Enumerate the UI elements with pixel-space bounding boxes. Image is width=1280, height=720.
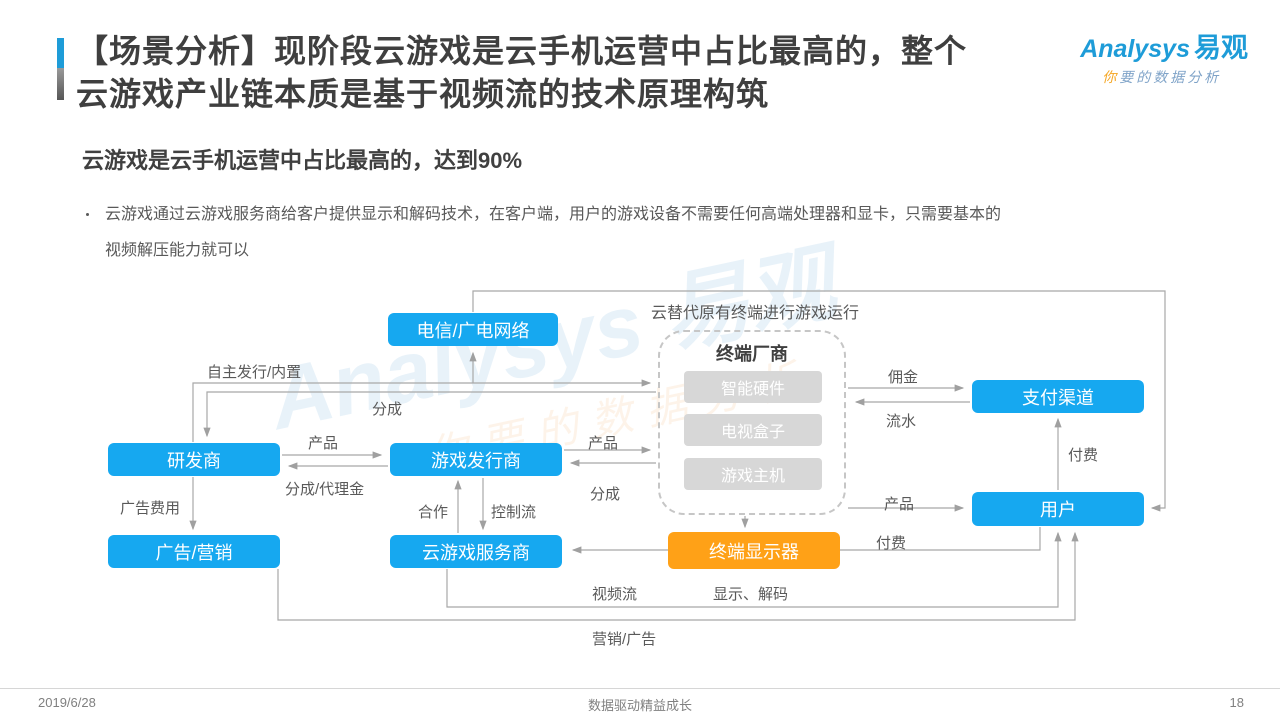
- edge-label-self-publish: 自主发行/内置: [207, 364, 302, 381]
- edge-label-share-agency: 分成/代理金: [285, 481, 365, 498]
- edge-label-commission: 佣金: [888, 369, 919, 386]
- edge-label-flow-water: 流水: [886, 413, 917, 430]
- title-accent-bar-bottom: [57, 67, 64, 100]
- logo-cn: 易观: [1194, 33, 1248, 63]
- edge-label-pay-user-service: 付费: [876, 535, 907, 552]
- footer-date: 2019/6/28: [38, 695, 96, 710]
- logo-en: Analysys: [1080, 35, 1190, 63]
- edge-label-display-decode: 显示、解码: [713, 586, 789, 603]
- node-smart-hardware: 智能硬件: [684, 371, 822, 403]
- footer-page-number: 18: [1229, 695, 1244, 710]
- node-developer: 研发商: [108, 443, 280, 476]
- bullet-text-line2: 视频解压能力就可以: [105, 242, 250, 259]
- page-title: 【场景分析】现阶段云游戏是云手机运营中占比最高的，整个 云游戏产业链本质是基于视…: [76, 30, 967, 116]
- node-cloud-game-service: 云游戏服务商: [390, 535, 562, 568]
- edge-label-cooperation: 合作: [418, 504, 449, 521]
- edge-label-video-stream: 视频流: [592, 586, 638, 603]
- logo-tagline-first-char: 你: [1102, 69, 1120, 85]
- edge-label-product-term-user: 产品: [884, 496, 915, 513]
- page-title-line1: 【场景分析】现阶段云游戏是云手机运营中占比最高的，整个: [76, 33, 968, 69]
- terminal-vendor-group: 终端厂商 智能硬件 电视盒子 游戏主机: [658, 330, 846, 515]
- edge-label-pay-user-payment: 付费: [1068, 447, 1099, 464]
- terminal-vendor-label: 终端厂商: [716, 344, 788, 364]
- annotation-cloud-replaces-terminal: 云替代原有终端进行游戏运行: [650, 305, 859, 322]
- node-game-publisher: 游戏发行商: [390, 443, 562, 476]
- bullet-dot: [86, 213, 89, 216]
- node-ad-marketing: 广告/营销: [108, 535, 280, 568]
- edge-label-share-term-pub: 分成: [590, 486, 621, 503]
- edge-label-product-dev-pub: 产品: [308, 435, 339, 452]
- bullet-text-line1: 云游戏通过云游戏服务商给客户提供显示和解码技术，在客户端，用户的游戏设备不需要任…: [105, 206, 1002, 223]
- node-payment-channel: 支付渠道: [972, 380, 1144, 413]
- page-title-line2: 云游戏产业链本质是基于视频流的技术原理构筑: [76, 76, 770, 112]
- edge-label-product-pub-term: 产品: [588, 435, 619, 452]
- logo-tagline: 你要的数据分析: [1102, 67, 1248, 87]
- footer-slogan: 数据驱动精益成长: [587, 698, 692, 713]
- edge-label-share-top: 分成: [372, 401, 403, 418]
- node-user: 用户: [972, 492, 1144, 526]
- title-accent-bar-top: [57, 38, 64, 68]
- title-accent-bar: [57, 38, 64, 100]
- logo-tagline-rest: 要的数据分析: [1119, 69, 1222, 85]
- edge-label-control-flow: 控制流: [491, 504, 537, 521]
- node-terminal-display: 终端显示器: [668, 532, 840, 569]
- node-tv-box: 电视盒子: [684, 414, 822, 446]
- edge-label-ad-fee: 广告费用: [120, 500, 181, 517]
- footer-divider: [0, 688, 1280, 689]
- edge-label-marketing-ad: 营销/广告: [592, 631, 657, 648]
- node-telecom-network: 电信/广电网络: [388, 313, 558, 346]
- node-game-console: 游戏主机: [684, 458, 822, 490]
- section-subtitle: 云游戏是云手机运营中占比最高的，达到90%: [82, 148, 523, 173]
